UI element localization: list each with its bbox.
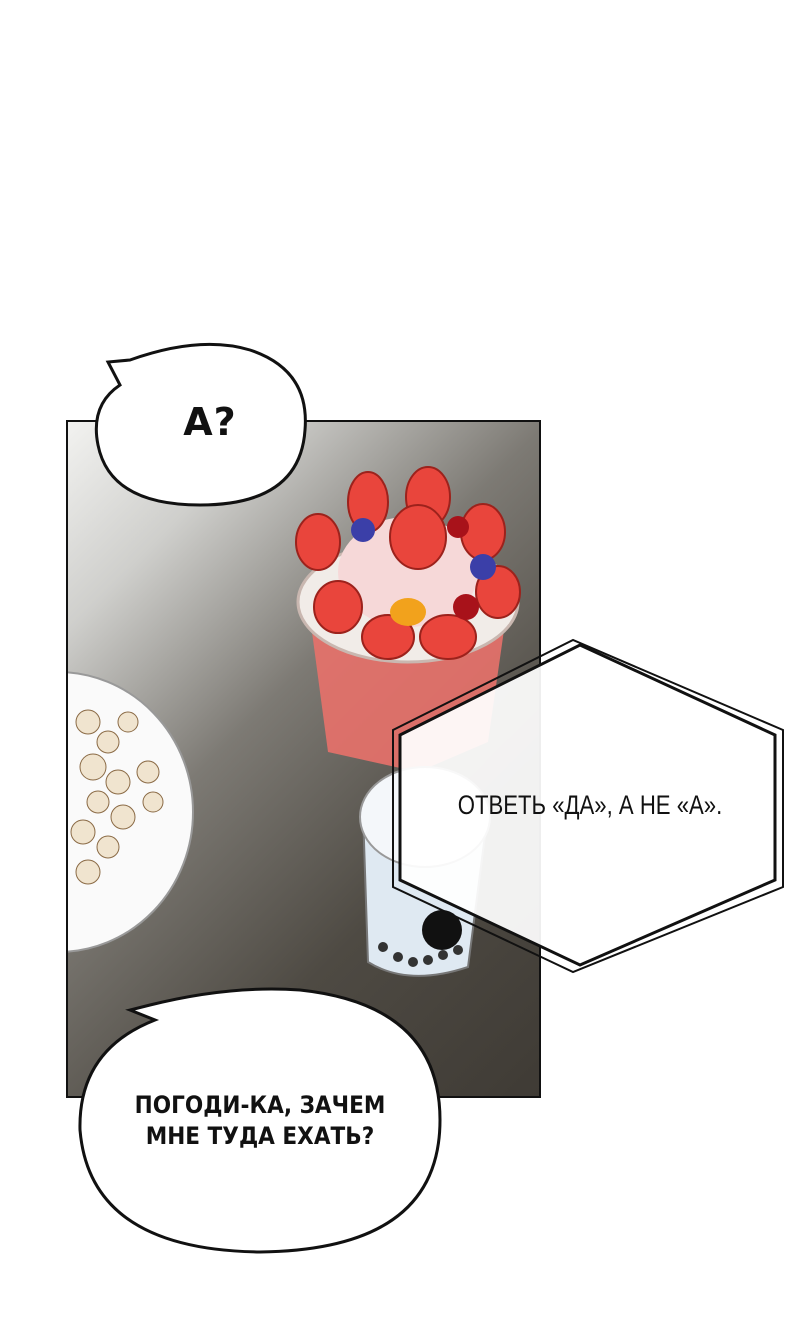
- speech-text-top: А?: [183, 400, 237, 444]
- speech-text-bottom-line1: ПОГОДИ-КА, ЗАЧЕМ: [134, 1091, 386, 1119]
- fruit-parfait: [295, 466, 521, 772]
- caption-text-middle: ОТВЕТЬ «ДА», А НЕ «А».: [457, 790, 723, 820]
- popcorn-plate: [68, 671, 194, 953]
- speech-text-bottom-line2: МНЕ ТУДА ЕХАТЬ?: [145, 1122, 375, 1150]
- speech-text-bottom: ПОГОДИ-КА, ЗАЧЕМ МНЕ ТУДА ЕХАТЬ?: [125, 1090, 395, 1152]
- table-scene-illustration: [68, 466, 521, 977]
- comic-panel: [66, 420, 541, 1098]
